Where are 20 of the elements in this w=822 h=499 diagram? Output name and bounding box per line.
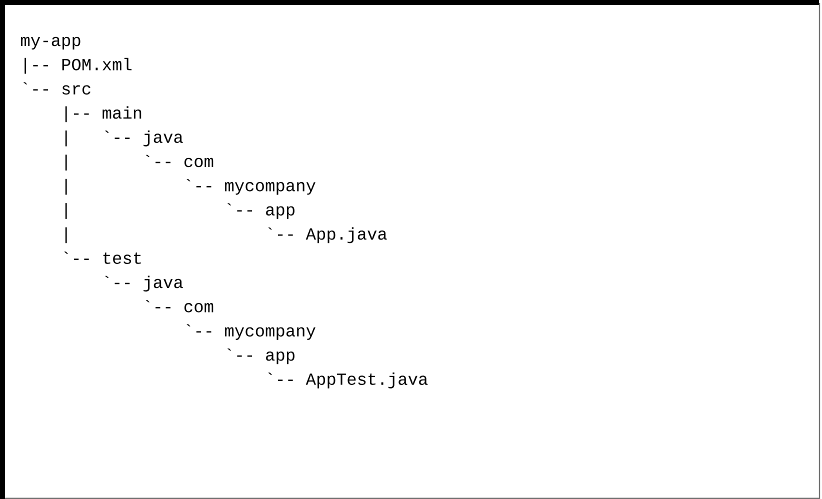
tree-entry: `-- app <box>228 203 294 219</box>
tree-entry: `-- app <box>228 348 294 364</box>
tree-entry: `-- AppTest.java <box>268 372 428 388</box>
tree-entry: `-- java <box>105 130 183 146</box>
tree-entry: | <box>65 227 67 244</box>
tree-entry: `-- App.java <box>268 227 387 244</box>
tree-entry: `-- com <box>146 154 214 168</box>
tree-entry: | <box>65 203 67 219</box>
tree-entry: `-- test <box>64 252 141 264</box>
tree-entry: |-- main <box>65 106 142 122</box>
tree-entry: `-- mycompany <box>186 179 316 195</box>
tree-entry: `-- mycompany <box>186 324 316 340</box>
tree-entry: `-- java <box>105 276 183 292</box>
tree-entry: | <box>65 154 67 171</box>
tree-entry: `-- com <box>146 300 214 312</box>
tree-entry: my-app <box>21 36 80 50</box>
tree-entry: `-- src <box>24 82 90 95</box>
tree-entry: | <box>65 178 67 195</box>
tree-entry: |-- POM.xml <box>24 58 132 74</box>
tree-entry: | <box>65 130 67 146</box>
